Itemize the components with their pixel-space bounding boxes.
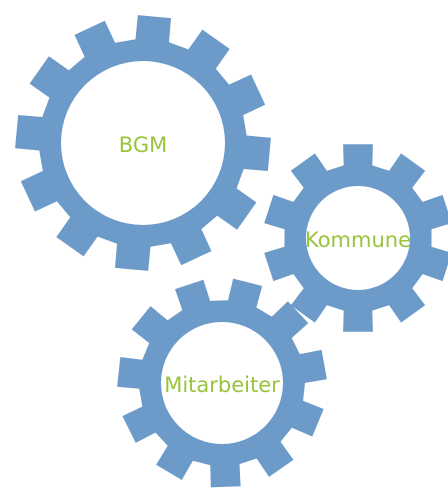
gear-mitarbeiter-hub (161, 322, 283, 444)
gear-bgm-label: BGM (119, 133, 167, 157)
gear-bgm: BGM (15, 15, 271, 271)
gear-bgm-hub (61, 61, 225, 225)
gear-kommune-hub (306, 186, 410, 290)
gear-kommune: Kommune (264, 144, 448, 332)
gear-mitarbeiter: Mitarbeiter (117, 278, 327, 488)
gear-mitarbeiter-label: Mitarbeiter (164, 373, 280, 397)
gear-kommune-label: Kommune (305, 228, 411, 252)
